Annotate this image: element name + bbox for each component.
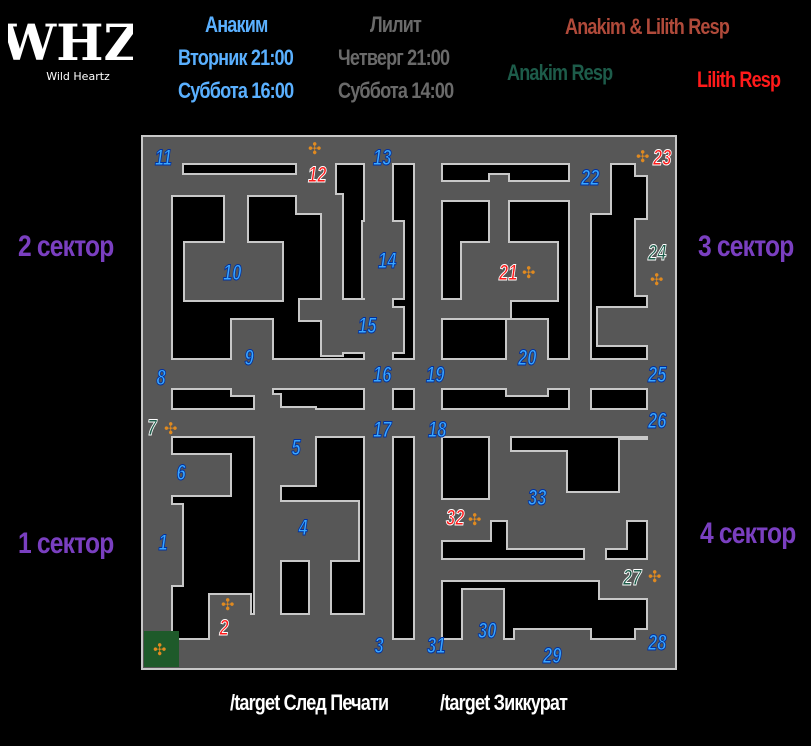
room-label-18: 18 xyxy=(428,417,447,443)
corridor-segment xyxy=(636,137,675,175)
corridor-segment xyxy=(310,540,330,620)
corridor-segment xyxy=(415,500,490,540)
room-label-5: 5 xyxy=(291,435,301,461)
room-label-22: 22 xyxy=(581,165,600,191)
target-ziggurat-command: /target Зиккурат xyxy=(440,690,568,715)
corridor-segment xyxy=(462,243,557,300)
corridor-segment xyxy=(440,300,510,318)
room-label-4: 4 xyxy=(298,515,308,541)
pinwheel-icon: ✣ xyxy=(164,421,178,438)
room-label-27: 27 xyxy=(623,565,642,591)
legend-both-resp: Anakim & Lilith Resp xyxy=(565,14,730,39)
start-zone xyxy=(144,631,179,667)
corridor-segment xyxy=(585,548,605,578)
corridor-segment xyxy=(620,440,648,520)
pinwheel-icon: ✣ xyxy=(650,272,664,289)
corridor-segment xyxy=(210,595,250,668)
corridor-segment xyxy=(490,420,510,520)
corridor-segment xyxy=(570,213,590,413)
corridor-segment xyxy=(275,408,315,485)
wild-heartz-logo: WHZ Wild Heartz xyxy=(8,13,133,83)
corridor-segment xyxy=(430,560,600,580)
room-label-19: 19 xyxy=(426,362,445,388)
room-label-30: 30 xyxy=(478,618,497,644)
room-label-20: 20 xyxy=(518,345,537,371)
sector-3-label: 3 сектор xyxy=(698,230,794,263)
room-label-9: 9 xyxy=(244,345,254,371)
corridor-segment xyxy=(507,320,547,395)
room-label-10: 10 xyxy=(223,260,242,286)
corridor-segment xyxy=(566,493,626,548)
corridor-segment xyxy=(463,590,503,668)
corridor-segment xyxy=(415,182,600,200)
corridor-segment xyxy=(515,630,590,668)
room-label-17: 17 xyxy=(373,417,392,443)
corridor-segment xyxy=(143,360,675,388)
corridor-segment xyxy=(143,410,675,436)
sector-1-label: 1 сектор xyxy=(18,527,114,560)
corridor-segment xyxy=(300,300,370,320)
corridor-segment xyxy=(365,137,392,668)
room-label-7: 7 xyxy=(147,415,157,441)
room-label-2: 2 xyxy=(219,615,229,641)
room-label-1: 1 xyxy=(158,530,168,556)
sector-4-label: 4 сектор xyxy=(700,517,796,550)
corridor-segment xyxy=(185,243,282,300)
room-label-25: 25 xyxy=(648,362,667,388)
target-seal-command: /target След Печати xyxy=(230,690,389,715)
room-label-6: 6 xyxy=(176,460,186,486)
corridor-segment xyxy=(636,630,675,668)
room-label-26: 26 xyxy=(648,408,667,434)
corridor-segment xyxy=(508,452,566,548)
corridor-segment xyxy=(598,308,675,345)
room-label-32: 32 xyxy=(446,505,465,531)
room-label-33: 33 xyxy=(528,485,547,511)
corridor-segment xyxy=(570,137,610,213)
pinwheel-icon: ✣ xyxy=(468,512,482,529)
corridor-segment xyxy=(415,137,441,668)
anakim-time-1: Вторник 21:00 xyxy=(178,45,294,70)
room-label-12: 12 xyxy=(308,162,327,188)
room-label-13: 13 xyxy=(373,145,392,171)
pinwheel-icon: ✣ xyxy=(153,642,167,659)
room-label-21: 21 xyxy=(499,260,518,286)
legend-lilith-resp: Lilith Resp xyxy=(697,67,781,92)
room-label-29: 29 xyxy=(543,643,562,669)
corridor-segment xyxy=(143,137,182,175)
pinwheel-icon: ✣ xyxy=(636,149,650,166)
svg-text:WHZ: WHZ xyxy=(8,13,133,72)
pinwheel-icon: ✣ xyxy=(522,265,536,282)
pinwheel-icon: ✣ xyxy=(308,141,322,158)
room-label-3: 3 xyxy=(374,633,384,659)
corridor-segment xyxy=(143,505,182,585)
pinwheel-icon: ✣ xyxy=(221,597,235,614)
corridor-segment xyxy=(232,320,272,395)
room-label-15: 15 xyxy=(358,313,377,339)
corridor-segment xyxy=(170,175,300,195)
anakim-title: Анаким xyxy=(205,12,268,37)
svg-text:Wild Heartz: Wild Heartz xyxy=(46,70,110,83)
room-label-11: 11 xyxy=(154,145,172,171)
room-label-31: 31 xyxy=(427,633,446,659)
legend-anakim-resp: Anakim Resp xyxy=(507,60,613,85)
corridor-segment xyxy=(143,455,230,495)
corridor-segment xyxy=(363,222,403,298)
lilith-time-1: Четверг 21:00 xyxy=(338,45,450,70)
room-label-16: 16 xyxy=(373,362,392,388)
anakim-time-2: Суббота 16:00 xyxy=(178,78,294,103)
lilith-title: Лилит xyxy=(370,12,422,37)
room-label-14: 14 xyxy=(378,248,397,274)
room-label-23: 23 xyxy=(653,145,672,171)
room-label-8: 8 xyxy=(156,365,166,391)
corridor-segment xyxy=(636,220,675,295)
room-label-28: 28 xyxy=(648,630,667,656)
sector-2-label: 2 сектор xyxy=(18,230,114,263)
corridor-segment xyxy=(143,137,171,668)
pinwheel-icon: ✣ xyxy=(648,569,662,586)
corridor-segment xyxy=(600,560,675,598)
room-label-24: 24 xyxy=(648,240,667,266)
lilith-time-2: Суббота 14:00 xyxy=(338,78,454,103)
